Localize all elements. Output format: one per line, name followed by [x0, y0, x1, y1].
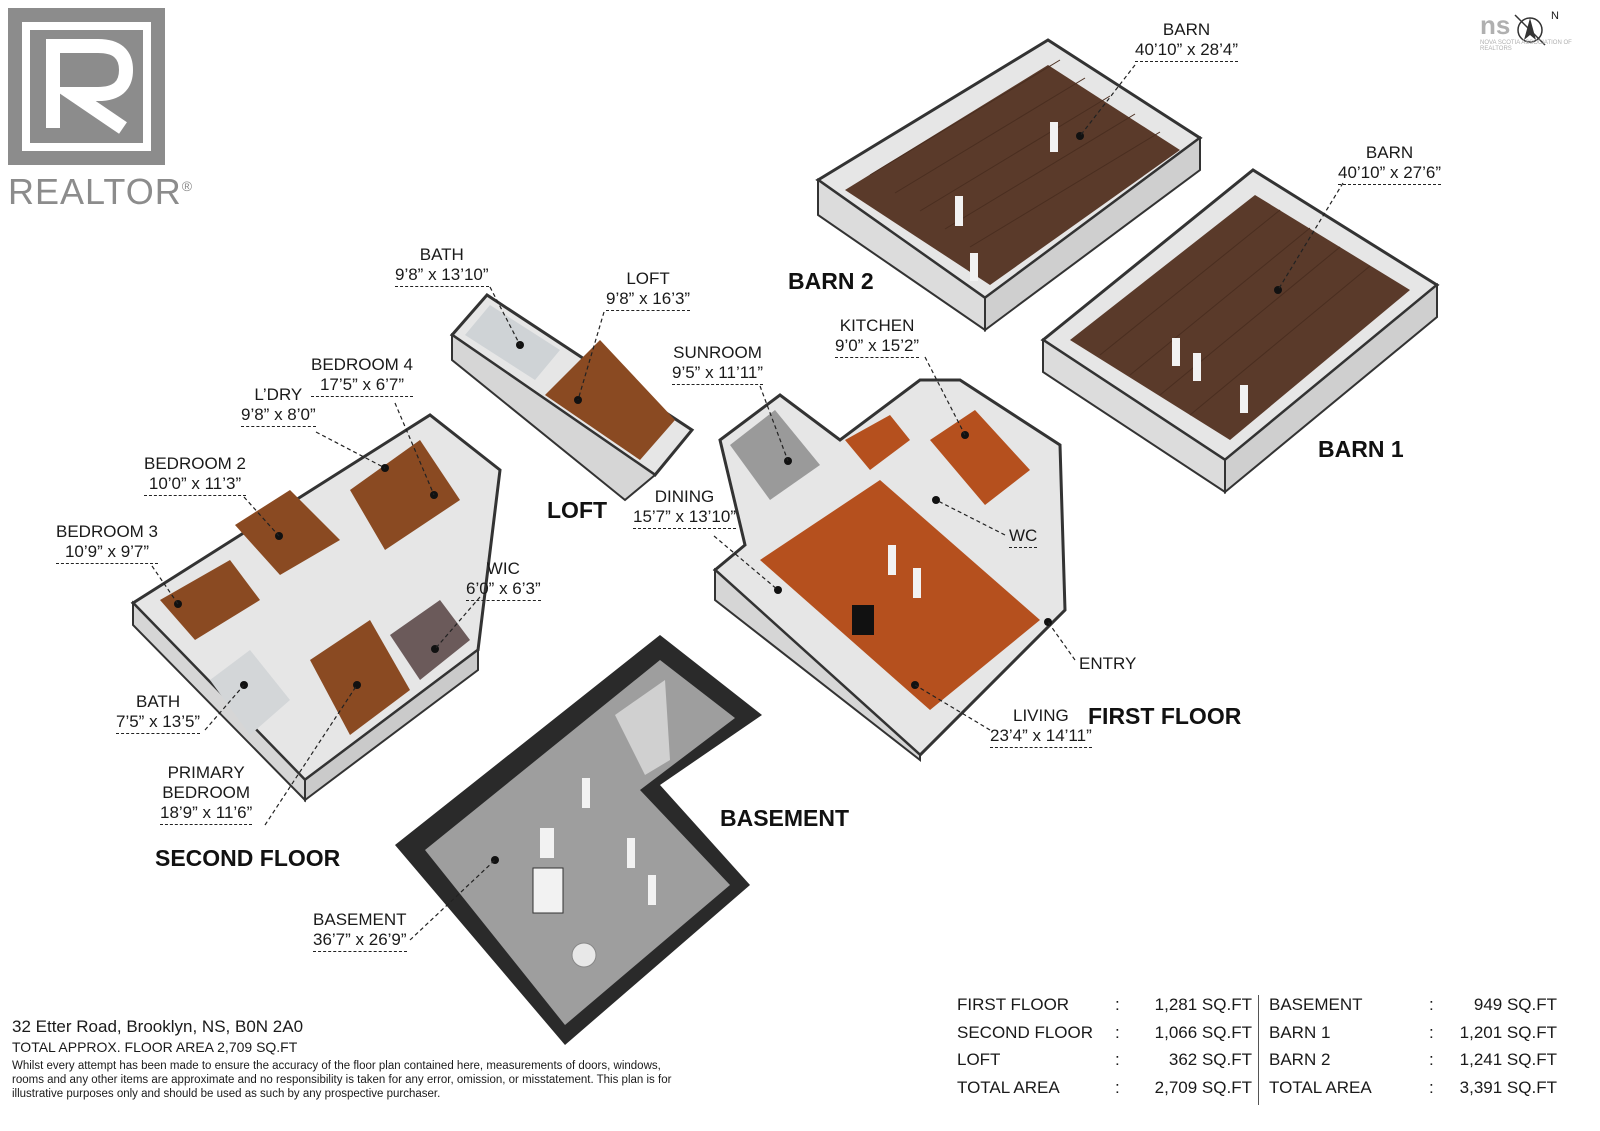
area-table-left: FIRST FLOOR:1,281 SQ.FT SECOND FLOOR:1,0… — [957, 995, 1252, 1105]
room-label-entry: ENTRY — [1079, 654, 1137, 673]
realtor-r-icon — [8, 8, 165, 165]
section-loft: LOFT — [547, 497, 608, 523]
section-barn1: BARN 1 — [1318, 436, 1404, 462]
area-row: LOFT:362 SQ.FT — [957, 1050, 1252, 1069]
disclaimer: Whilst every attempt has been made to en… — [12, 1060, 672, 1100]
nsar-text: ns — [1480, 10, 1511, 40]
address-block: 32 Etter Road, Brooklyn, NS, B0N 2A0 TOT… — [12, 1017, 712, 1101]
basement-plan — [395, 635, 762, 1045]
table-divider — [1258, 995, 1259, 1105]
second-floor-plan — [130, 413, 502, 803]
compass-north-label: N — [1551, 10, 1559, 22]
room-label-wc: WC — [1009, 526, 1038, 548]
area-row: BARN 2:1,241 SQ.FT — [1269, 1050, 1557, 1069]
realtor-wordmark: REALTOR® — [8, 171, 194, 212]
section-basement: BASEMENT — [720, 805, 850, 831]
section-second-floor: SECOND FLOOR — [155, 845, 341, 871]
area-table-right: BASEMENT:949 SQ.FT BARN 1:1,201 SQ.FT BA… — [1269, 995, 1557, 1105]
area-row: TOTAL AREA:2,709 SQ.FT — [957, 1077, 1252, 1097]
nsar-logo: ns NOVA SCOTIA ASSOCIATION OF REALTORS — [1480, 10, 1590, 52]
area-row: SECOND FLOOR:1,066 SQ.FT — [957, 1022, 1252, 1042]
area-row: FIRST FLOOR:1,281 SQ.FT — [957, 995, 1252, 1014]
loft-plan — [449, 293, 695, 502]
leader-lines — [151, 64, 1344, 941]
area-row: BASEMENT:949 SQ.FT — [1269, 995, 1557, 1014]
address-line: 32 Etter Road, Brooklyn, NS, B0N 2A0 — [12, 1017, 304, 1036]
barn1-plan — [1040, 168, 1440, 495]
compass-icon — [1514, 14, 1546, 46]
first-floor-plan — [712, 378, 1067, 763]
realtor-logo: REALTOR® — [8, 8, 194, 213]
section-barn2: BARN 2 — [788, 268, 874, 294]
total-floor-area: TOTAL APPROX. FLOOR AREA 2,709 SQ.FT — [12, 1039, 298, 1055]
area-row: TOTAL AREA:3,391 SQ.FT — [1269, 1077, 1557, 1097]
nsar-subtext: NOVA SCOTIA ASSOCIATION OF REALTORS — [1480, 40, 1572, 52]
area-row: BARN 1:1,201 SQ.FT — [1269, 1022, 1557, 1042]
section-first-floor: FIRST FLOOR — [1088, 703, 1242, 729]
